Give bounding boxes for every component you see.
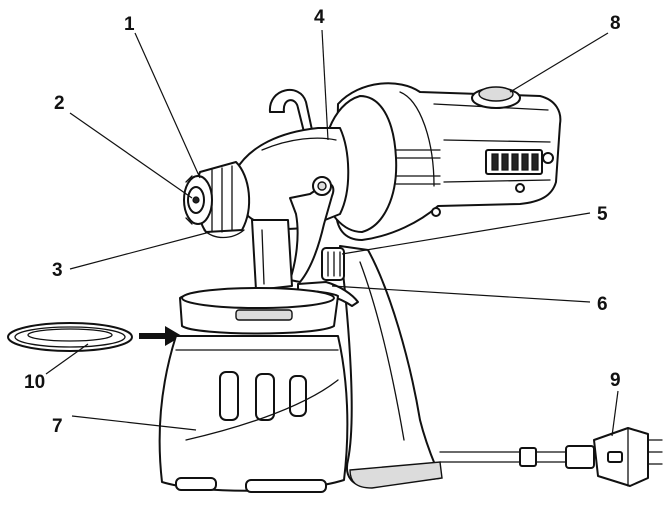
callout-9: 9 [610, 370, 621, 391]
callout-10: 10 [24, 372, 45, 393]
container-lid [179, 287, 339, 335]
front-body [235, 127, 350, 230]
flow-adjustment-knob [321, 247, 345, 281]
callout-3: 3 [52, 260, 63, 281]
callout-2: 2 [54, 93, 65, 114]
power-switch-button [471, 86, 521, 109]
leader-lines [45, 29, 619, 437]
callout-4: 4 [314, 7, 325, 28]
suction-neck [251, 219, 293, 291]
handle-grip [339, 245, 443, 489]
callout-7: 7 [52, 416, 63, 437]
power-cord [439, 445, 595, 469]
power-plug [593, 427, 663, 487]
callout-1: 1 [124, 14, 135, 35]
seal-ring [7, 322, 133, 352]
vent-grille [431, 149, 554, 217]
callout-5: 5 [597, 204, 608, 225]
nozzle-collar [203, 229, 245, 239]
paint-container [158, 335, 349, 493]
spray-tip [183, 175, 213, 225]
hanging-hook [268, 89, 313, 133]
callout-8: 8 [610, 13, 621, 34]
trigger [289, 176, 335, 283]
insert-arrow [139, 326, 182, 346]
callout-6: 6 [597, 294, 608, 315]
callout-labels: 1 2 3 4 5 6 7 8 9 10 [24, 7, 621, 437]
